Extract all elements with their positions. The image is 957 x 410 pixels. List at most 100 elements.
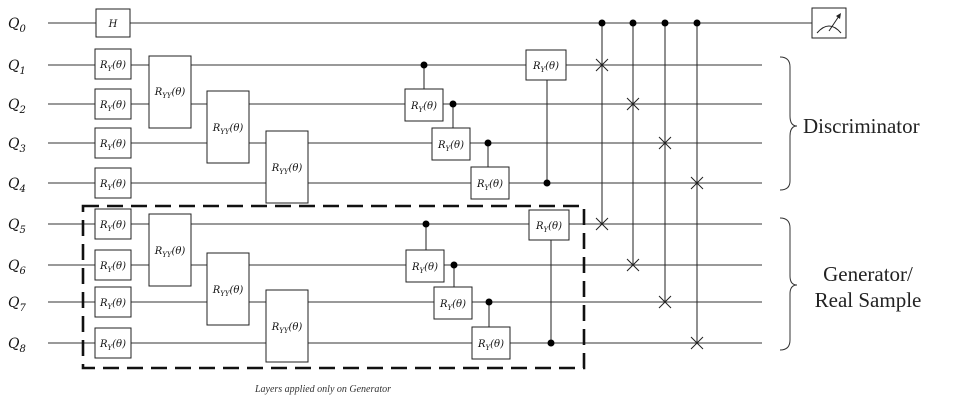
- control-dot: [484, 139, 492, 147]
- ry-gate: RY(θ): [94, 286, 132, 318]
- control-dot: [547, 339, 555, 347]
- ry-gate-label: RY(θ): [99, 261, 126, 274]
- ryy-gate: RYY(θ): [206, 252, 250, 326]
- ryy-gate-label: RYY(θ): [271, 163, 303, 176]
- qubit-label: Q2: [8, 97, 26, 116]
- generator-only-region: [81, 204, 586, 370]
- ryy-gate-label: RYY(θ): [154, 246, 186, 259]
- hadamard-gate: H: [95, 8, 131, 38]
- ryy-gate-label: RYY(θ): [271, 322, 303, 335]
- control-dot: [449, 100, 457, 108]
- qubit-label-index: 0: [19, 24, 26, 35]
- discriminator-label: Discriminator: [803, 114, 920, 138]
- swap-x-icon: [658, 136, 672, 150]
- controlled-ry-discriminator: RY(θ) RY(θ) RY(θ) RY(θ): [404, 49, 567, 200]
- ry-gate: RY(θ): [94, 127, 132, 159]
- swap-x-icon: [595, 58, 609, 72]
- hadamard-gate-label: H: [108, 19, 118, 30]
- qubit-label-index: 6: [19, 266, 26, 277]
- control-dot: [420, 61, 428, 69]
- controlled-swap: [626, 19, 640, 272]
- ry-gate: RY(θ): [525, 49, 567, 81]
- swap-x-icon: [690, 336, 704, 350]
- ry-gate: RY(θ): [405, 249, 445, 283]
- ry-gate-label: RY(θ): [99, 339, 126, 352]
- ry-gate: RY(θ): [94, 88, 132, 120]
- qubit-label: Q7: [8, 295, 26, 314]
- swap-x-icon: [658, 295, 672, 309]
- swap-x-icon: [626, 258, 640, 272]
- qubit-label: Q0: [8, 16, 26, 35]
- ry-gate: RY(θ): [94, 327, 132, 359]
- qubit-label-index: 1: [19, 66, 25, 77]
- qubit-label-index: 4: [18, 184, 25, 195]
- controlled-swap: [690, 19, 704, 350]
- ryy-gate: RYY(θ): [148, 55, 192, 129]
- ry-gate: RY(θ): [94, 48, 132, 80]
- measurement-meter-icon: [811, 7, 847, 39]
- ry-gate: RY(θ): [528, 209, 570, 241]
- qubit-label-index: 3: [19, 144, 25, 155]
- generator-label-line2: Real Sample: [815, 288, 922, 312]
- controlled-swap: [595, 19, 609, 231]
- swap-x-icon: [595, 217, 609, 231]
- ry-gate-label: RY(θ): [532, 61, 559, 74]
- swap-x-icon: [626, 97, 640, 111]
- ryy-gate: RYY(θ): [265, 130, 309, 204]
- ry-gate-label: RY(θ): [99, 220, 126, 233]
- ryy-gate-label: RYY(θ): [212, 123, 244, 136]
- control-dot: [422, 220, 430, 228]
- generator-layers-caption: Layers applied only on Generator: [254, 384, 391, 395]
- ry-gate-label: RY(θ): [99, 139, 126, 152]
- qubit-label: Q3: [8, 136, 26, 155]
- qubit-label-index: 7: [19, 303, 26, 314]
- control-dot: [543, 179, 551, 187]
- ryy-gate: RYY(θ): [206, 90, 250, 164]
- control-dot: [485, 298, 493, 306]
- ry-gate-label: RY(θ): [99, 298, 126, 311]
- ryy-gate: RYY(θ): [265, 289, 309, 363]
- ry-gate: RY(θ): [94, 167, 132, 199]
- ry-gate-label: RY(θ): [99, 100, 126, 113]
- ry-gate-label: RY(θ): [99, 60, 126, 73]
- ryy-gate-label: RYY(θ): [212, 285, 244, 298]
- generator-label-line1: Generator/: [823, 262, 913, 286]
- qubit-label: Q8: [8, 336, 26, 355]
- ry-gate: RY(θ): [94, 249, 132, 281]
- ryy-gate: RYY(θ): [148, 213, 192, 287]
- ryy-cascade-generator: RYY(θ) RYY(θ) RYY(θ): [148, 213, 309, 363]
- ry-gate-label: RY(θ): [477, 339, 504, 352]
- ry-gate: RY(θ): [431, 127, 471, 161]
- generator-brace: [779, 217, 798, 351]
- qubit-label: Q6: [8, 258, 26, 277]
- ry-gate-label: RY(θ): [437, 140, 464, 153]
- controlled-ry-generator: RY(θ) RY(θ) RY(θ) RY(θ): [405, 209, 570, 360]
- qubit-label-index: 8: [19, 344, 25, 355]
- discriminator-brace: [779, 56, 798, 191]
- ry-gate-label: RY(θ): [535, 221, 562, 234]
- qubit-label-index: 2: [18, 105, 25, 116]
- ry-gate-label: RY(θ): [439, 299, 466, 312]
- ry-gate-label: RY(θ): [411, 262, 438, 275]
- swap-x-icon: [690, 176, 704, 190]
- qubit-label: Q1: [8, 58, 26, 77]
- controlled-swap: [658, 19, 672, 309]
- ry-gate: RY(θ): [470, 166, 510, 200]
- ry-gate-label: RY(θ): [476, 179, 503, 192]
- ryy-gate-label: RYY(θ): [154, 87, 186, 100]
- ry-gate: RY(θ): [94, 208, 132, 240]
- ry-gate: RY(θ): [433, 286, 473, 320]
- qubit-label: Q5: [8, 217, 26, 236]
- ry-layer-initial: RY(θ) RY(θ) RY(θ) RY(θ) RY(θ) RY(θ) RY(θ…: [94, 48, 132, 359]
- control-dot: [450, 261, 458, 269]
- ry-gate: RY(θ): [404, 88, 444, 122]
- qubit-label-index: 5: [19, 225, 25, 236]
- qubit-label: Q4: [8, 176, 26, 195]
- ry-gate: RY(θ): [471, 326, 511, 360]
- controlled-swap-layer: [595, 19, 704, 350]
- ry-gate-label: RY(θ): [99, 179, 126, 192]
- ry-gate-label: RY(θ): [410, 101, 437, 114]
- ryy-cascade-discriminator: RYY(θ) RYY(θ) RYY(θ): [148, 55, 309, 204]
- qubit-labels: Q0 Q1 Q2 Q3 Q4 Q5 Q6 Q7 Q8: [8, 16, 26, 355]
